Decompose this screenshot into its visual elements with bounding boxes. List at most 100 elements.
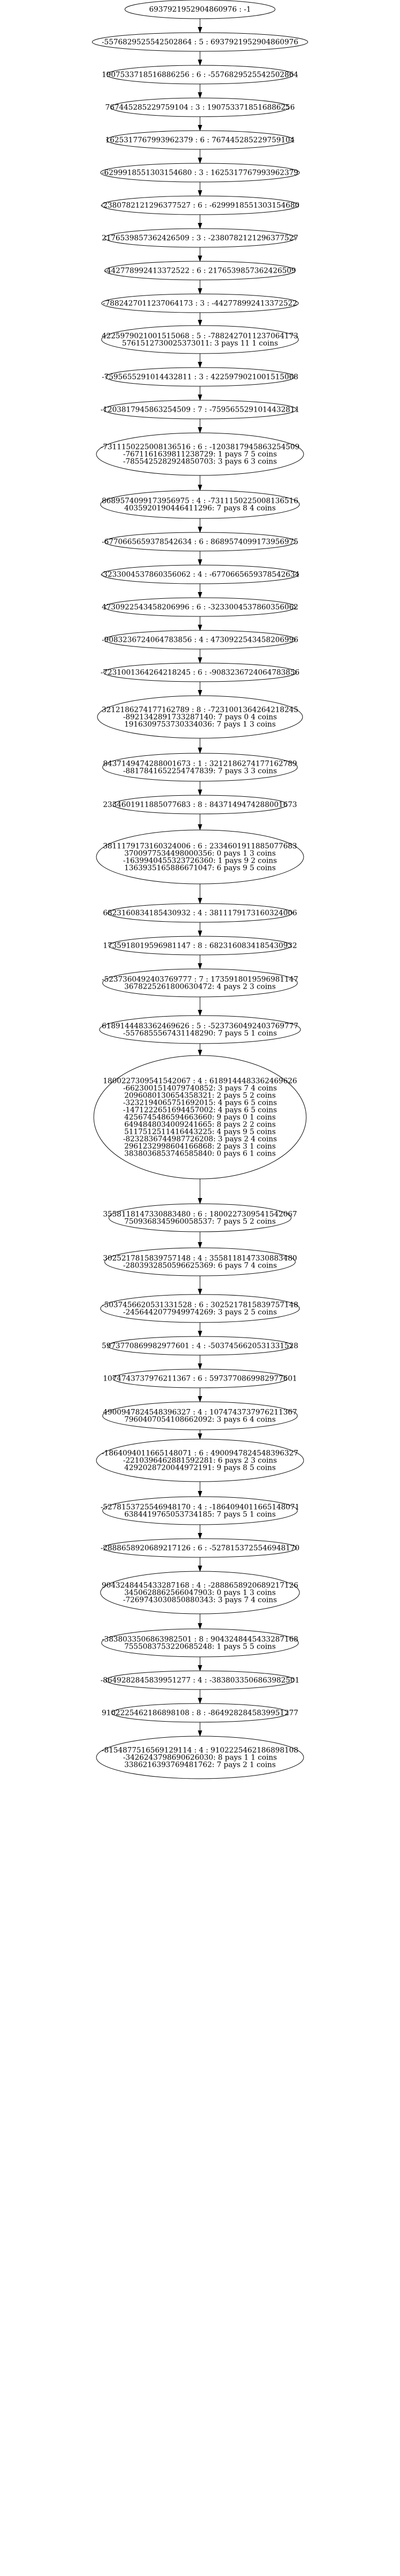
- arrowhead: [197, 92, 203, 99]
- block-label: 9043248445433287168 : 4 : -2888658920689…: [102, 1582, 298, 1590]
- block-node: 3212186274177162789 : 8 : -7231001364264…: [97, 695, 303, 739]
- transaction-label: 3678225261800630472: 4 pays 2 3 coins: [124, 983, 276, 991]
- block-node: -2380782121296377527 : 6 : -629991855130…: [101, 195, 299, 215]
- arrowhead: [197, 288, 203, 295]
- transaction-label: 2961232998604166868: 2 pays 3 1 coins: [124, 1143, 276, 1151]
- block-label: -7311150225008136516 : 6 : -120381794586…: [101, 443, 299, 452]
- node-ellipse: [97, 695, 303, 739]
- edge-arrow: [197, 1044, 203, 1057]
- edge-arrow: [197, 419, 203, 434]
- node-ellipse: [104, 228, 296, 248]
- block-node: 5973770869982977601 : 4 : -5037456620531…: [102, 1336, 298, 1356]
- node-ellipse: [110, 97, 290, 117]
- node-ellipse: [106, 130, 294, 150]
- node-ellipse: [124, 0, 276, 19]
- block-label: -3233004537860356062 : 4 : -677066565937…: [101, 571, 299, 579]
- node-ellipse: [103, 1538, 297, 1558]
- arrowhead: [197, 125, 203, 132]
- arrowhead: [197, 1623, 203, 1630]
- block-label: 6937921952904860976 : -1: [149, 6, 251, 14]
- transaction-label: 7960407054108662092: 3 pays 6 4 coins: [124, 1416, 276, 1424]
- block-label: -5037456620531331528 : 6 : 3025217815839…: [102, 1301, 298, 1310]
- arrowhead: [197, 190, 203, 197]
- block-node: 767445285229759104 : 3 : 190753371851688…: [105, 97, 295, 117]
- node-ellipse: [106, 65, 294, 85]
- block-node: -6299918551303154680 : 3 : 1625317767993…: [100, 163, 300, 182]
- node-ellipse: [107, 1336, 293, 1356]
- edge-arrow: [197, 649, 203, 664]
- block-node: 1907533718516886256 : 6 : -5576829525542…: [102, 65, 298, 85]
- block-node: -9083236724064783856 : 4 : 4730922543458…: [102, 630, 298, 650]
- block-label: 1074743737976211367 : 6 : 59737708699829…: [103, 1375, 297, 1383]
- block-node: -7311150225008136516 : 6 : -120381794586…: [96, 432, 304, 476]
- arrowhead: [197, 485, 203, 491]
- transaction-label: 3386216393769481762: 7 pays 2 1 coins: [124, 1761, 276, 1769]
- block-node: 2334601911885077683 : 8 : 84371494742880…: [103, 795, 297, 814]
- block-label: 1907533718516886256 : 6 : -5576829525542…: [102, 71, 298, 79]
- node-ellipse: [104, 597, 296, 617]
- node-ellipse: [100, 1571, 300, 1614]
- transaction-label: -8817841652254747839: 7 pays 3 3 coins: [123, 767, 277, 776]
- edge-arrow: [197, 280, 203, 295]
- block-label: -6299918551303154680 : 3 : 1625317767993…: [102, 169, 298, 177]
- node-ellipse: [104, 261, 296, 280]
- transaction-label: 4256745486594663660: 9 pays 0 1 coins: [124, 1114, 276, 1122]
- node-ellipse: [101, 1628, 299, 1657]
- transaction-label: -7671161639811238729: 1 pays 7 5 coins: [123, 451, 277, 459]
- arrowhead: [197, 748, 203, 754]
- edge-arrow: [197, 1276, 203, 1296]
- node-ellipse: [105, 1670, 295, 1690]
- block-node: -5278153725546948170 : 4 : -186409401166…: [101, 1496, 299, 1525]
- arrowhead: [197, 931, 203, 937]
- arrowhead: [197, 1198, 203, 1205]
- block-node: 9043248445433287168 : 4 : -2888658920689…: [100, 1571, 300, 1614]
- edge-arrow: [197, 19, 203, 34]
- edge-arrow: [197, 51, 203, 66]
- node-ellipse: [93, 1055, 307, 1179]
- block-label: 9102225462186898108 : 8 : -8649282845839…: [102, 1709, 298, 1718]
- edge-arrow: [197, 781, 203, 796]
- block-label: 4730922543458206996 : 6 : -3233004537860…: [102, 603, 298, 612]
- block-node: -442778992413372522 : 6 : 21765398573624…: [104, 261, 296, 280]
- block-label: 8437149474288001673 : 1 : 32121862741771…: [103, 760, 297, 768]
- node-ellipse: [99, 1015, 301, 1044]
- block-label: 4225979021001515068 : 5 : -7882427011237…: [102, 332, 298, 341]
- node-ellipse: [101, 565, 299, 584]
- edge-arrow: [197, 922, 203, 937]
- block-label: -8649282845839951277 : 4 : -383803350686…: [101, 1677, 299, 1685]
- edge-arrow: [197, 1232, 203, 1249]
- edge-arrow: [197, 814, 203, 831]
- block-node: 6189144483362469626 : 5 : -5237360492403…: [99, 1015, 301, 1044]
- block-node: 4730922543458206996 : 6 : -3233004537860…: [102, 597, 298, 617]
- block-label: 3212186274177162789 : 8 : -7231001364264…: [102, 706, 298, 714]
- block-label: -7595655291014432811 : 3 : 4225979021001…: [102, 373, 298, 382]
- block-node: 8689574099173956975 : 4 : -7311150225008…: [100, 490, 300, 519]
- edge-arrow: [197, 518, 203, 533]
- arrowhead: [197, 1289, 203, 1296]
- edge-arrow: [197, 1322, 203, 1338]
- block-label: 1625317767993962379 : 6 : 76744528522975…: [105, 136, 295, 145]
- edge-arrow: [197, 1657, 203, 1672]
- transaction-label: 6494848034009241665: 8 pays 2 2 coins: [124, 1121, 276, 1129]
- node-ellipse: [103, 400, 297, 419]
- edge-arrow: [197, 354, 203, 369]
- arrowhead: [197, 362, 203, 369]
- block-label: 2176539857362426509 : 3 : -2380782121296…: [102, 234, 298, 243]
- edge-arrow: [197, 1355, 203, 1370]
- transaction-label: -2456442077949974269: 3 pays 2 5 coins: [123, 1308, 277, 1317]
- block-label: 4900947824548396327 : 4 : 10747437379762…: [103, 1409, 297, 1417]
- transaction-label: -1639940455323726360: 1 pays 9 2 coins: [123, 857, 277, 865]
- block-label: 6823160834185430932 : 4 : 38111791731603…: [103, 909, 297, 918]
- node-ellipse: [96, 829, 304, 884]
- block-label: -5278153725546948170 : 4 : -186409401166…: [101, 1503, 299, 1512]
- block-node: 4225979021001515068 : 5 : -7882427011237…: [101, 325, 299, 354]
- node-ellipse: [102, 1401, 298, 1430]
- transaction-label: -2210396462881592281: 6 pays 2 3 coins: [123, 1457, 277, 1465]
- node-ellipse: [101, 325, 299, 354]
- edge-arrow: [197, 1430, 203, 1440]
- node-ellipse: [111, 1703, 289, 1723]
- transaction-label: -2803932850596625369: 6 pays 7 4 coins: [123, 1262, 277, 1270]
- block-label: -3838033506863982501 : 8 : 9043248445433…: [102, 1636, 298, 1644]
- node-ellipse: [100, 490, 300, 519]
- edge-arrow: [197, 955, 203, 970]
